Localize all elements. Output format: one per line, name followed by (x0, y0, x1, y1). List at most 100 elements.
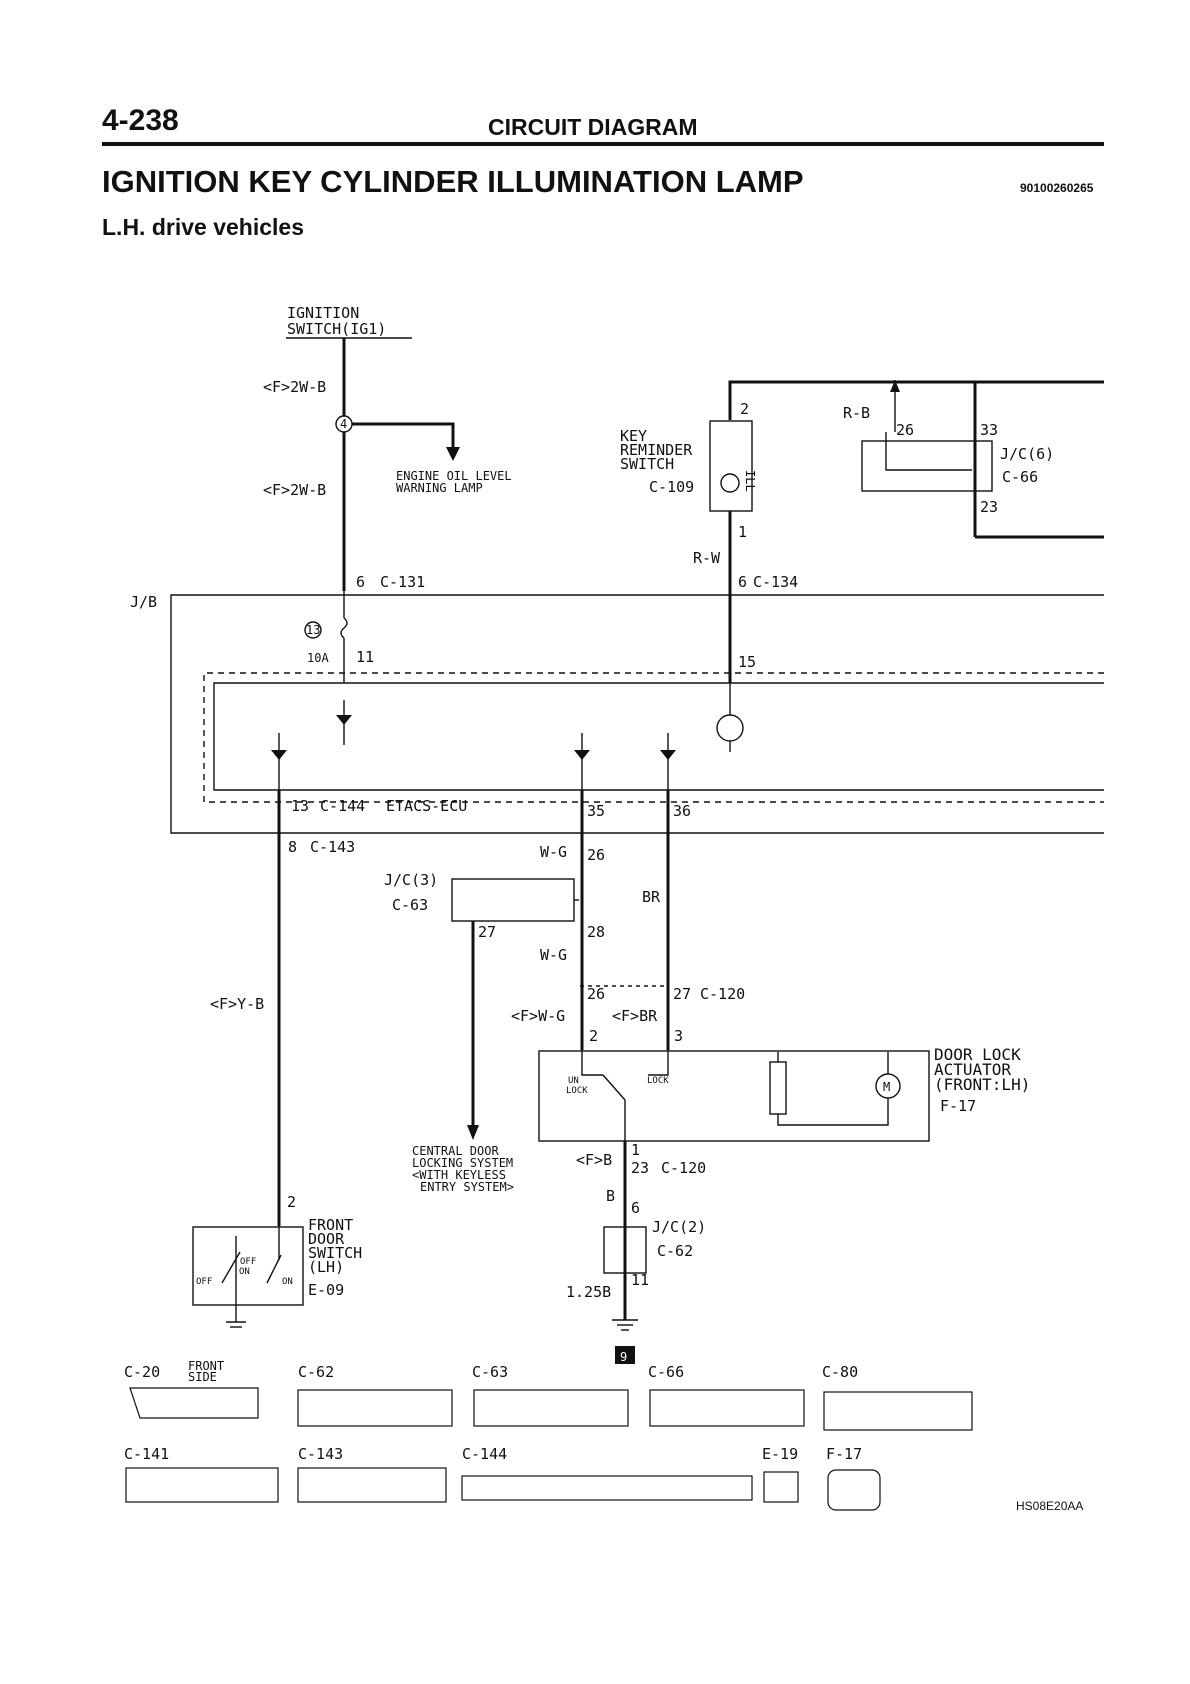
ecu-transistor (716, 714, 744, 742)
lock-label: LOCK (647, 1076, 669, 1086)
pin-label: 23 (631, 1159, 649, 1177)
joint-connector-3 (451, 878, 575, 922)
wire-label: R-W (693, 549, 721, 567)
pin-label: 11 (631, 1271, 649, 1289)
ign-switch-label-1: IGNITION (287, 304, 359, 322)
ground-marker-9 (615, 1346, 635, 1364)
oil-lamp-label-1: ENGINE OIL LEVEL (396, 469, 512, 483)
wire-label: <F>2W-B (263, 378, 326, 396)
fuse-label: 13 (306, 623, 320, 637)
front-door-label-1: FRONT (308, 1216, 353, 1234)
connector-view-c141: C-141 (124, 1445, 279, 1503)
connector-view-c80: C-80 (822, 1363, 973, 1431)
wire-label: <F>BR (612, 1007, 658, 1025)
connector-view-c143: C-143 (297, 1445, 447, 1503)
pin-label: 2 (589, 1027, 598, 1045)
connector-label: C-120 (661, 1159, 706, 1177)
wire-label: <F>Y-B (210, 995, 264, 1013)
pin-label: 33 (980, 421, 998, 439)
jc3-label: J/C(3) (384, 871, 438, 889)
pin-label: 27 (673, 985, 691, 1003)
wire-label: W-G (540, 946, 567, 964)
connector-label: C-134 (753, 573, 798, 591)
joint-connector-6 (861, 440, 993, 492)
connector-label: F-17 (826, 1445, 862, 1463)
ground-number: 9 (620, 1350, 627, 1364)
connector-view-e19: E-19 (762, 1445, 799, 1503)
arrow-oil-lamp (446, 447, 460, 461)
switch-off-label: OFF (196, 1277, 212, 1287)
key-reminder-label-1: KEY (620, 427, 647, 445)
pin-label: 23 (980, 498, 998, 516)
ill-label: ILL (743, 470, 757, 492)
pin-label: 11 (356, 648, 374, 666)
connector-label: E-19 (762, 1445, 798, 1463)
pin-label: 2 (740, 400, 749, 418)
wire-label: <F>2W-B (263, 481, 326, 499)
joint-connector-2 (603, 1226, 647, 1274)
central-locking-label-2: LOCKING SYSTEM (412, 1156, 513, 1170)
fuse-10a (340, 617, 348, 639)
connector-label: C-109 (649, 478, 694, 496)
connector-view-f17: F-17 (826, 1445, 881, 1511)
pin-label: 35 (587, 802, 605, 820)
fuse-rating: 10A (307, 651, 329, 665)
pin-label: 36 (673, 802, 691, 820)
wire-label: R-B (843, 404, 870, 422)
splice-label: 4 (340, 417, 347, 431)
pin-label: 1 (631, 1141, 640, 1159)
connector-label: C-144 (320, 797, 365, 815)
connector-view-c62: C-62 (297, 1363, 453, 1427)
front-door-label-4: (LH) (308, 1258, 344, 1276)
subtitle: L.H. drive vehicles (102, 214, 304, 240)
connector-label: C-66 (648, 1363, 684, 1381)
switch-off-label: OFF (240, 1257, 256, 1267)
section-title: CIRCUIT DIAGRAM (488, 114, 698, 140)
pin-label: 3 (674, 1027, 683, 1045)
key-reminder-label-3: SWITCH (620, 455, 674, 473)
wire-label: <F>W-G (511, 1007, 565, 1025)
etacs-ecu-label: ETACS-ECU (386, 797, 467, 815)
wire-label: BR (642, 888, 661, 906)
pin-label: 26 (896, 421, 914, 439)
connector-view-c20: C-20 FRONT SIDE (124, 1359, 259, 1419)
jb-label: J/B (130, 593, 157, 611)
connector-label: C-62 (657, 1242, 693, 1260)
pin-label: 8 (288, 838, 297, 856)
connector-label: C-63 (472, 1363, 508, 1381)
pin-label: 27 (478, 923, 496, 941)
unlock-label-2: LOCK (566, 1086, 588, 1096)
pin-label: 1 (738, 523, 747, 541)
unlock-label-1: UN (568, 1076, 579, 1086)
document-code: 90100260265 (1020, 181, 1094, 195)
connector-label: C-131 (380, 573, 425, 591)
connector-label: C-63 (392, 896, 428, 914)
jc6-label: J/C(6) (1000, 445, 1054, 463)
connector-label: C-143 (310, 838, 355, 856)
jc2-label: J/C(2) (652, 1218, 706, 1236)
connector-label: F-17 (940, 1097, 976, 1115)
figure-code: HS08E20AA (1016, 1499, 1084, 1513)
connector-label: C-141 (124, 1445, 169, 1463)
connector-label: C-66 (1002, 468, 1038, 486)
door-lock-actuator (538, 1050, 930, 1142)
connector-view-c66: C-66 (648, 1363, 805, 1427)
front-door-label-3: SWITCH (308, 1244, 362, 1262)
front-door-label-2: DOOR (308, 1230, 345, 1248)
page-number: 4-238 (102, 104, 179, 137)
wire-to-key-reminder (728, 380, 1104, 420)
header-rule (102, 142, 1104, 146)
ign-switch-label-2: SWITCH(IG1) (287, 320, 386, 338)
connector-note: SIDE (188, 1370, 217, 1384)
connector-label: C-143 (298, 1445, 343, 1463)
etacs-ecu-box (203, 672, 1104, 803)
arrow-central-locking (467, 1125, 479, 1140)
wire-label: B (606, 1187, 615, 1205)
oil-lamp-label-2: WARNING LAMP (396, 481, 483, 495)
connector-label: C-144 (462, 1445, 507, 1463)
key-reminder-switch (709, 420, 753, 512)
central-locking-label-4: ENTRY SYSTEM> (420, 1180, 514, 1194)
door-lock-label-3: (FRONT:LH) (934, 1075, 1030, 1094)
connector-label: E-09 (308, 1281, 344, 1299)
